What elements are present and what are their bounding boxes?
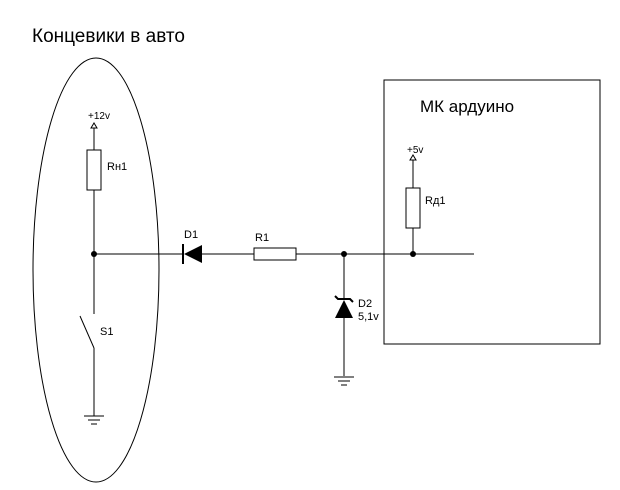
ground-zener-icon (334, 376, 354, 386)
mcu-label: МК ардуино (420, 97, 514, 116)
resistor-rn1 (86, 149, 102, 191)
resistor-r1-label: R1 (255, 232, 269, 244)
switch-s1 (79, 315, 95, 349)
supply-5v-symbol (409, 154, 417, 188)
diode-d1-label: D1 (184, 229, 198, 241)
resistor-rd1 (405, 187, 421, 229)
diode-d1 (182, 244, 202, 264)
switch-s1-label: S1 (100, 326, 113, 338)
resistor-r1 (253, 247, 297, 261)
diagram-title: Концевики в авто (32, 26, 185, 47)
zener-diode-d2 (334, 295, 354, 318)
zener-d2-label: D2 (358, 298, 372, 310)
ground-left-icon (84, 415, 104, 425)
resistor-rd1-label: Rд1 (425, 195, 445, 207)
supply-5v-label: +5v (407, 145, 423, 156)
supply-12v-symbol (90, 122, 98, 150)
zener-d2-value: 5,1v (358, 311, 379, 323)
resistor-rn1-label: Rн1 (107, 161, 127, 173)
supply-12v-label: +12v (88, 111, 110, 122)
mcu-box (383, 79, 601, 345)
junction-mcu (410, 251, 416, 257)
car-boundary-ellipse (32, 57, 160, 483)
